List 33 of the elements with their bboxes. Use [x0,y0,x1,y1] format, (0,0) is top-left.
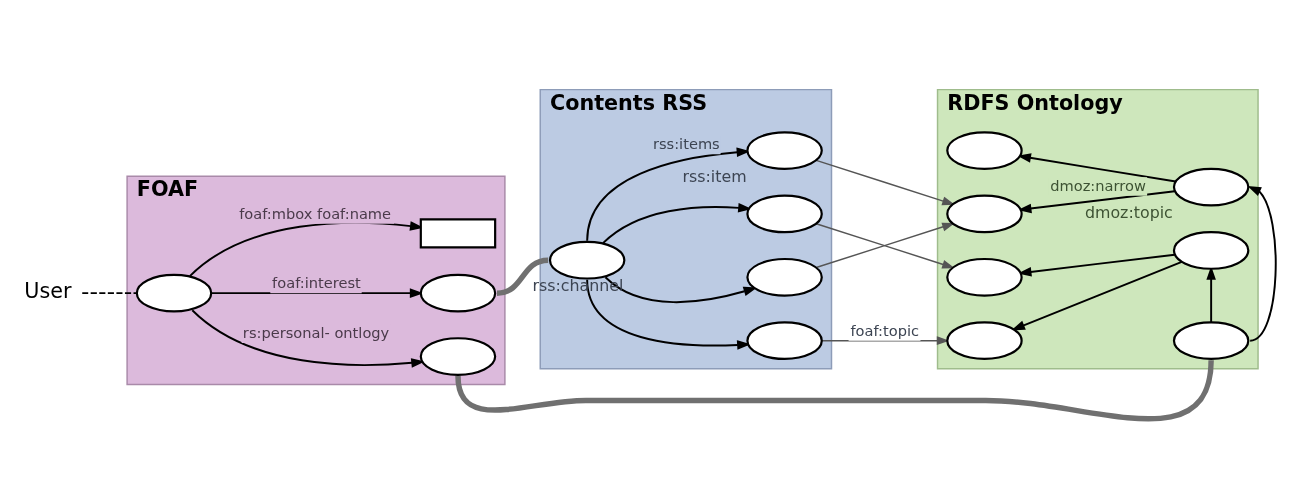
node-ellipse [746,257,823,297]
node-ellipse [419,273,497,313]
node-label: rss:item [682,166,747,186]
node-label: dmoz:topic [1084,202,1173,222]
edge-label: foaf:mbox foaf:name [239,204,392,222]
node-ellipse [946,257,1023,297]
arrow [1247,185,1277,342]
node-ellipse [1172,230,1250,270]
arrow [191,308,425,368]
edge-label: rs:personal- ontlogy [242,323,390,341]
node-box [419,217,497,249]
connector [81,291,138,294]
node-ellipse [1172,320,1250,360]
edge-label: rss:items [652,134,720,152]
node-ellipse [946,194,1023,233]
arrow [586,278,751,350]
arrow [1011,260,1183,330]
connector [455,359,1214,421]
node-ellipse [419,336,497,376]
edge-label: dmoz:narrow [1050,176,1146,194]
node-ellipse [946,130,1023,170]
node-ellipse [746,320,823,360]
connector [496,257,549,296]
node-ellipse [548,240,626,280]
node-text: User [24,278,72,303]
node-ellipse [946,320,1023,360]
edge-label: foaf:interest [272,273,361,291]
node-ellipse [1172,167,1250,206]
arrow [586,146,751,242]
node-ellipse [746,130,823,170]
node-ellipse [746,194,823,233]
edge-label: foaf:topic [850,321,920,339]
node-ellipse [135,273,213,313]
